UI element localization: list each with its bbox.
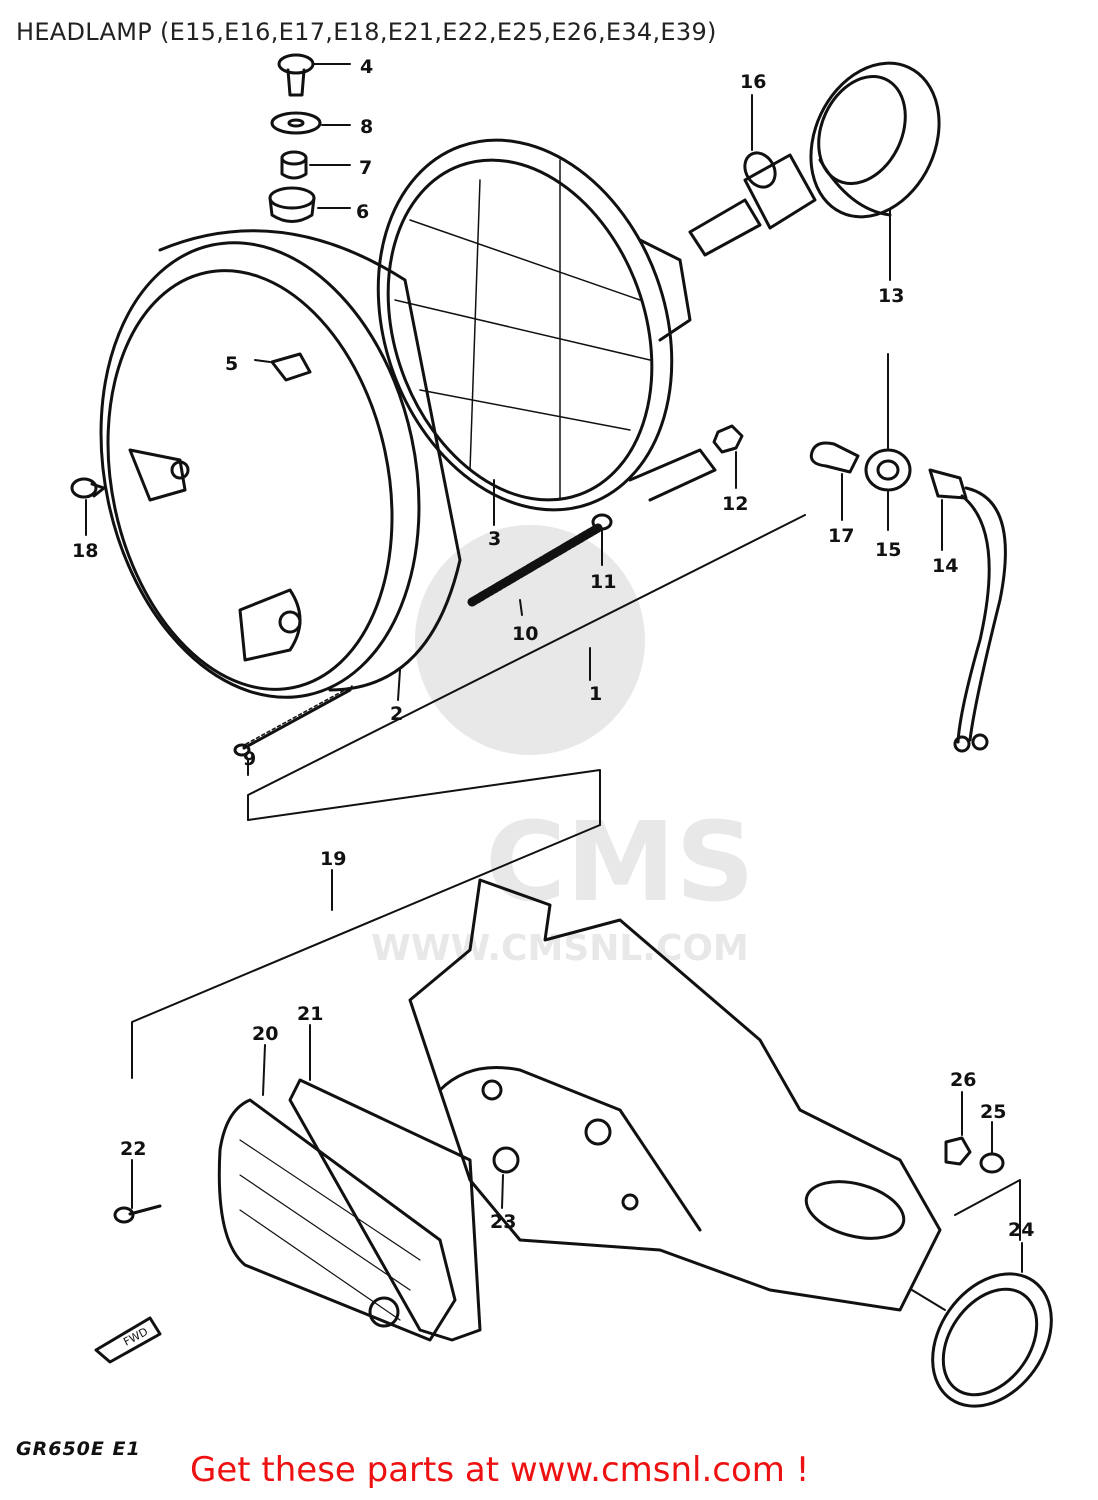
headlamp-lens-unit — [376, 138, 717, 512]
leader-lines — [85, 63, 1023, 1311]
bolt-9 — [233, 685, 353, 757]
screw-4 — [277, 53, 315, 97]
cap-24 — [931, 1272, 1053, 1408]
callout-26: 26 — [950, 1069, 976, 1091]
bulb-23 — [492, 1146, 520, 1174]
callout-24: 24 — [1008, 1219, 1034, 1241]
grommet-6 — [268, 186, 316, 223]
spring-10 — [467, 523, 603, 607]
watermark: CMS WWW.CMSNL.COM — [371, 525, 755, 969]
callout-3: 3 — [488, 528, 501, 550]
bulb-16 — [688, 151, 817, 257]
callout-15: 15 — [875, 539, 901, 561]
callout-6: 6 — [356, 201, 369, 223]
housing-19 — [408, 878, 942, 1312]
callout-13: 13 — [878, 285, 904, 307]
page-title: HEADLAMP (E15,E16,E17,E18,E21,E22,E25,E2… — [16, 18, 717, 46]
callout-16: 16 — [740, 71, 766, 93]
callout-17: 17 — [828, 525, 854, 547]
label-plate-5 — [270, 352, 312, 382]
callout-1: 1 — [589, 683, 602, 705]
callout-9: 9 — [243, 748, 256, 770]
model-code: GR650E E1 — [16, 1438, 141, 1460]
callout-5: 5 — [225, 353, 238, 375]
callout-21: 21 — [297, 1003, 323, 1025]
callout-10: 10 — [512, 623, 538, 645]
spacer-7 — [280, 150, 308, 180]
gasket-21 — [288, 1078, 482, 1342]
callout-25: 25 — [980, 1101, 1006, 1123]
callout-12: 12 — [722, 493, 748, 515]
callout-18: 18 — [72, 540, 98, 562]
callout-22: 22 — [120, 1138, 146, 1160]
cta-link[interactable]: Get these parts at www.cmsnl.com ! — [190, 1450, 810, 1490]
screw-22 — [113, 1204, 162, 1224]
washer-8 — [270, 111, 322, 135]
callout-8: 8 — [360, 116, 373, 138]
callout-11: 11 — [590, 571, 616, 593]
callout-19: 19 — [320, 848, 346, 870]
forward-arrow-icon: FWD — [94, 1316, 162, 1364]
washer-25 — [979, 1152, 1005, 1174]
callout-20: 20 — [252, 1023, 278, 1045]
callout-14: 14 — [932, 555, 958, 577]
meter-lens-20 — [217, 1098, 457, 1342]
headlamp-rim — [99, 229, 462, 699]
callout-7: 7 — [359, 157, 372, 179]
socket-cover-13 — [809, 61, 941, 219]
callout-2: 2 — [390, 703, 403, 725]
grommet-15 — [864, 448, 912, 492]
watermark-brand: CMS — [485, 798, 754, 926]
callout-labels: 1 2 3 4 5 6 7 8 9 10 11 12 13 14 15 16 1… — [72, 56, 1034, 1241]
watermark-url: WWW.CMSNL.COM — [371, 928, 749, 969]
socket-14 — [928, 468, 1007, 753]
nut-12 — [712, 424, 744, 454]
pilot-bulb-17 — [809, 441, 860, 474]
screw-18 — [70, 477, 106, 499]
nut-26 — [944, 1136, 972, 1166]
callout-23: 23 — [490, 1211, 516, 1233]
callout-4: 4 — [360, 56, 373, 78]
